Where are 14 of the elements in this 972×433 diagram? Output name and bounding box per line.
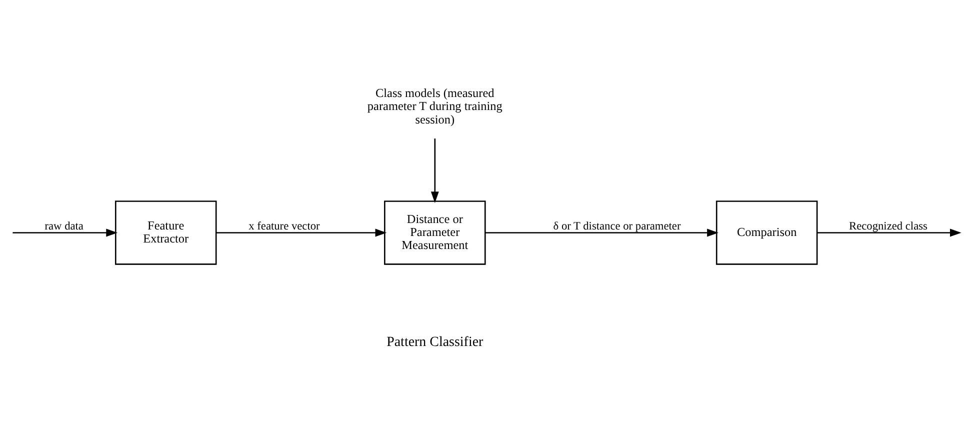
edge-label: Recognized class (849, 220, 928, 232)
arrow (817, 228, 962, 236)
node-box: Distance or Parameter Measurement (384, 200, 486, 264)
arrow (216, 228, 387, 236)
edge-label: raw data (44, 220, 84, 232)
node-box: Comparison (716, 200, 818, 264)
node-text: Class models (measured parameter T during training session) (367, 86, 502, 126)
edge-label: δ or T distance or parameter (553, 220, 681, 232)
arrow (12, 228, 118, 236)
arrow (430, 138, 439, 203)
edge-label: x feature vector (248, 220, 320, 232)
label: Pattern Classifier (386, 334, 484, 350)
node-box: Feature Extractor (114, 200, 217, 264)
arrow (485, 228, 718, 236)
